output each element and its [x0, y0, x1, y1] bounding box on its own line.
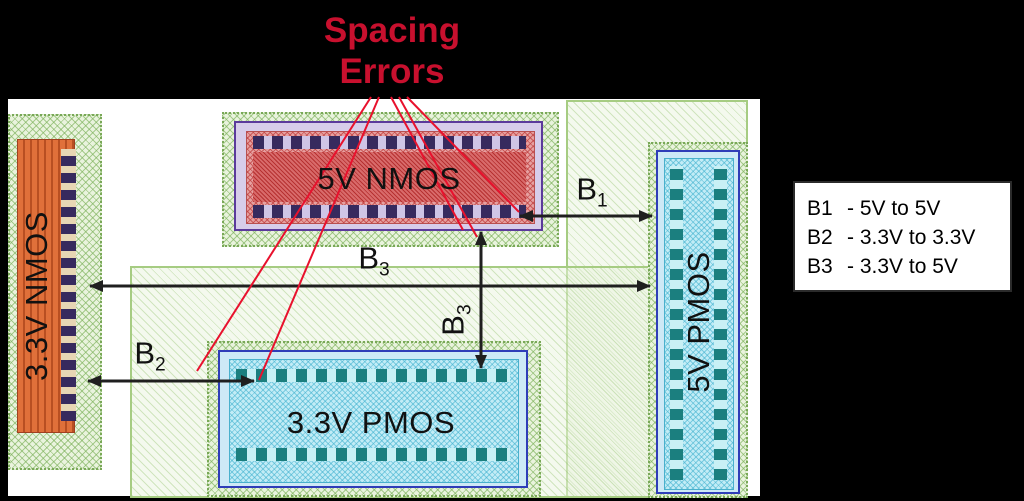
legend-desc: - 3.3V to 5V [847, 255, 958, 278]
label-3v3-nmos: 3.3V NMOS [19, 211, 54, 381]
legend-key: B2 [807, 226, 833, 249]
legend-desc: - 3.3V to 3.3V [847, 226, 976, 249]
legend-item: B1 - 5V to 5V [807, 194, 998, 223]
label-5v-nmos: 5V NMOS [317, 161, 461, 196]
legend-key: B1 [807, 197, 833, 220]
label-5v-pmos: 5V PMOS [681, 251, 716, 393]
pmos-5v-contact-col-left [670, 166, 683, 480]
b3v-label-base: B [435, 315, 471, 336]
b2-label-sub: 2 [155, 354, 166, 376]
b3v-label-sub: 3 [454, 304, 476, 315]
nmos-3v3-contact-column [61, 149, 76, 421]
label-3v3-pmos: 3.3V PMOS [286, 405, 456, 440]
pmos-3v3-contact-row-top [236, 369, 510, 382]
device-5v-pmos [648, 142, 748, 498]
legend-item: B2 - 3.3V to 3.3V [807, 223, 998, 252]
b1-arrow-label: B1 [576, 171, 607, 212]
title-spacing-errors: Spacing Errors [324, 10, 460, 93]
title-line-2: Errors [339, 52, 445, 92]
pmos-5v-contact-col-right [714, 166, 727, 480]
nmos-5v-contact-row-top [253, 136, 526, 149]
b3h-label-base: B [358, 240, 379, 276]
b3-vertical-arrow-label: B3 [435, 304, 476, 335]
b1-label-base: B [576, 171, 597, 207]
legend-key: B3 [807, 255, 833, 278]
b3-horizontal-arrow-label: B3 [358, 240, 389, 281]
b2-label-base: B [134, 335, 155, 371]
nmos-5v-contact-row-bottom [253, 205, 526, 218]
legend-item: B3 - 3.3V to 5V [807, 252, 998, 281]
legend-box: B1 - 5V to 5V B2 - 3.3V to 3.3V B3 - 3.3V t… [793, 181, 1012, 292]
b2-arrow-label: B2 [134, 335, 165, 376]
legend-desc: - 5V to 5V [847, 197, 941, 220]
title-line-1: Spacing [323, 11, 461, 50]
pmos-3v3-contact-row-bottom [236, 448, 510, 461]
b3h-label-sub: 3 [379, 259, 390, 281]
b1-label-sub: 1 [597, 190, 608, 212]
device-3v3-nmos [8, 114, 102, 470]
